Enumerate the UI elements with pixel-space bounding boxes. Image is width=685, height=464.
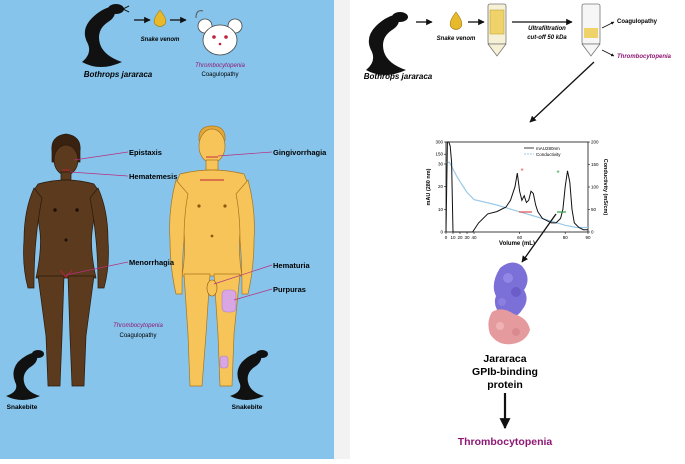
species-label-right: Bothrops jararaca	[364, 72, 433, 81]
y-right-tick-label: 150	[591, 162, 599, 167]
mouse-condition-1: Thrombocytopenia	[195, 63, 245, 69]
ultrafiltration-label-2: cut-off 50 kDa	[527, 35, 567, 41]
y-right-tick-label: 50	[591, 207, 597, 212]
label-epistaxis: Epistaxis	[129, 148, 162, 157]
legend: mAU280nm Conductivity	[524, 146, 561, 157]
center-condition-1: Thrombocytopenia	[113, 323, 163, 329]
venom-label: Snake venom	[141, 37, 180, 43]
x-tick-label: 20	[457, 235, 463, 240]
y-left-ticks: 0 10 20 30 150 300	[435, 140, 446, 235]
result-thrombocytopenia: Thrombocytopenia	[617, 54, 672, 60]
y-left-tick-label: 300	[435, 140, 443, 145]
protein-label-3: protein	[487, 379, 523, 391]
arrow-to-protein	[521, 213, 557, 263]
x-tick-label: 90	[585, 235, 591, 240]
y-right-tick-label: 100	[591, 185, 599, 190]
label-menorrhagia: Menorrhagia	[129, 258, 175, 267]
snakebite-left-icon	[6, 350, 44, 400]
ultrafiltration-label-1: Ultrafiltration	[528, 26, 566, 32]
protein-label-1: Jararaca	[483, 353, 526, 365]
arrow-to-chromatogram	[529, 61, 595, 123]
y-left-tick-label: 0	[440, 230, 443, 235]
venom-label-right: Snake venom	[437, 36, 476, 42]
legend-mau: mAU280nm	[536, 146, 560, 151]
venom-drop-icon	[153, 9, 167, 27]
snakebite-right-icon	[230, 350, 268, 400]
mouse-condition-2: Coagulopathy	[201, 72, 238, 78]
y-left-tick-label: 10	[438, 207, 444, 212]
y-right-tick-label: 0	[591, 230, 594, 235]
snake-icon	[82, 4, 130, 67]
female-body	[23, 133, 109, 387]
snakebite-left-label: Snakebite	[7, 404, 38, 411]
x-axis-label: Volume (mL)	[499, 241, 535, 247]
marker-green-star: *	[556, 169, 559, 178]
result-arrow-2	[601, 49, 615, 57]
x-tick-label: 60	[517, 235, 523, 240]
legend-conductivity: Conductivity	[536, 152, 561, 157]
x-tick-label: 40	[471, 235, 477, 240]
label-hematuria: Hematuria	[273, 261, 311, 270]
male-details	[197, 156, 237, 369]
filtrate-tube-icon	[581, 3, 601, 57]
result-coagulopathy: Coagulopathy	[617, 19, 658, 25]
right-panel-background	[350, 0, 685, 459]
ultrafiltration-tube-icon	[487, 3, 507, 57]
protein-label-2: GPIb-binding	[472, 366, 538, 378]
left-label-lines	[65, 151, 273, 301]
mouse-icon	[195, 10, 243, 56]
y-left-label: mAU (280 nm)	[426, 168, 432, 205]
x-tick-label: 0	[445, 235, 448, 240]
snake-icon-right	[366, 12, 408, 75]
y-left-tick-label: 20	[438, 184, 444, 189]
y-left-tick-label: 150	[435, 152, 443, 157]
y-left-tick-label: 30	[438, 162, 444, 167]
snakebite-right-label: Snakebite	[232, 404, 263, 411]
mau280-series	[445, 141, 588, 233]
y-right-tick-label: 200	[591, 140, 599, 145]
result-arrow-1	[601, 21, 615, 29]
male-body	[169, 125, 255, 387]
label-hematemesis: Hematemesis	[129, 172, 177, 181]
conductivity-series	[446, 161, 588, 229]
marker-red-star: *	[520, 167, 523, 176]
x-tick-label: 80	[563, 235, 569, 240]
x-tick-label: 30	[464, 235, 470, 240]
y-right-label: Conductivity (mS/cm)	[602, 159, 608, 216]
final-thrombocytopenia: Thrombocytopenia	[458, 436, 553, 448]
venom-drop-icon-right	[449, 11, 463, 30]
x-tick-label: 10	[450, 235, 456, 240]
label-gingivorrhagia: Gingivorrhagia	[273, 148, 327, 157]
species-label: Bothrops jararaca	[84, 70, 153, 79]
protein-structure-icon	[488, 262, 530, 345]
label-purpuras: Purpuras	[273, 285, 306, 294]
center-condition-2: Coagulopathy	[119, 333, 156, 339]
y-right-ticks: 0 50 100 150 200	[588, 140, 599, 235]
panel-divider	[334, 0, 350, 459]
female-details	[53, 169, 79, 278]
